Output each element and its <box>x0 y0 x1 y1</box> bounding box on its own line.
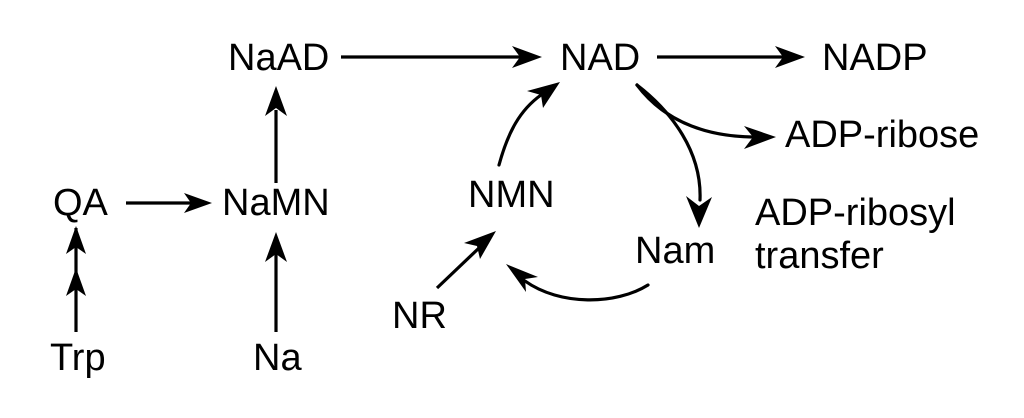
node-label-nam: Nam <box>635 230 715 272</box>
edge-nad-to-nam <box>635 83 712 228</box>
arrow-head-icon <box>686 196 712 228</box>
edge-na-to-namn <box>265 232 287 332</box>
arrow-head-icon <box>464 231 496 259</box>
node-label-adp-ribosyl-transfer-line1: ADP-ribosyl <box>755 192 956 234</box>
node-label-namn: NaMN <box>222 182 330 224</box>
arrow-head-icon <box>775 46 805 68</box>
node-label-na: Na <box>253 337 302 379</box>
edge-naad-to-nad <box>341 46 542 68</box>
node-label-nadp: NADP <box>822 37 928 79</box>
node-label-nr: NR <box>392 295 447 337</box>
arrow-head-icon <box>265 232 287 262</box>
edge-namn-to-naad <box>265 86 287 183</box>
node-label-trp: Trp <box>50 337 106 379</box>
arrow-head-icon <box>66 268 86 296</box>
edge-nmn-to-nad <box>497 82 560 167</box>
node-label-nad: NAD <box>560 37 640 79</box>
edge-qa-to-namn <box>126 193 212 213</box>
node-label-adp-ribose: ADP-ribose <box>785 114 979 156</box>
node-label-naad: NaAD <box>228 37 329 79</box>
arrow-head-icon <box>184 193 212 213</box>
edge-nad-to-nadp <box>657 46 805 68</box>
arrow-head-icon <box>744 126 776 149</box>
node-label-adp-ribosyl-transfer-line2: transfer <box>755 235 884 277</box>
edge-nad-to-adp-ribose <box>635 83 776 149</box>
edge-nam-to-nmn <box>506 264 650 302</box>
arrow-head-icon <box>512 46 542 68</box>
edge-trp-to-qa <box>66 226 86 332</box>
node-label-qa: QA <box>53 182 109 224</box>
edge-nr-to-nmn <box>435 231 496 290</box>
arrow-head-icon <box>506 264 538 292</box>
arrow-head-icon <box>527 82 560 108</box>
node-label-nmn: NMN <box>468 174 555 216</box>
arrow-head-icon <box>66 226 86 254</box>
arrow-head-icon <box>265 86 287 116</box>
